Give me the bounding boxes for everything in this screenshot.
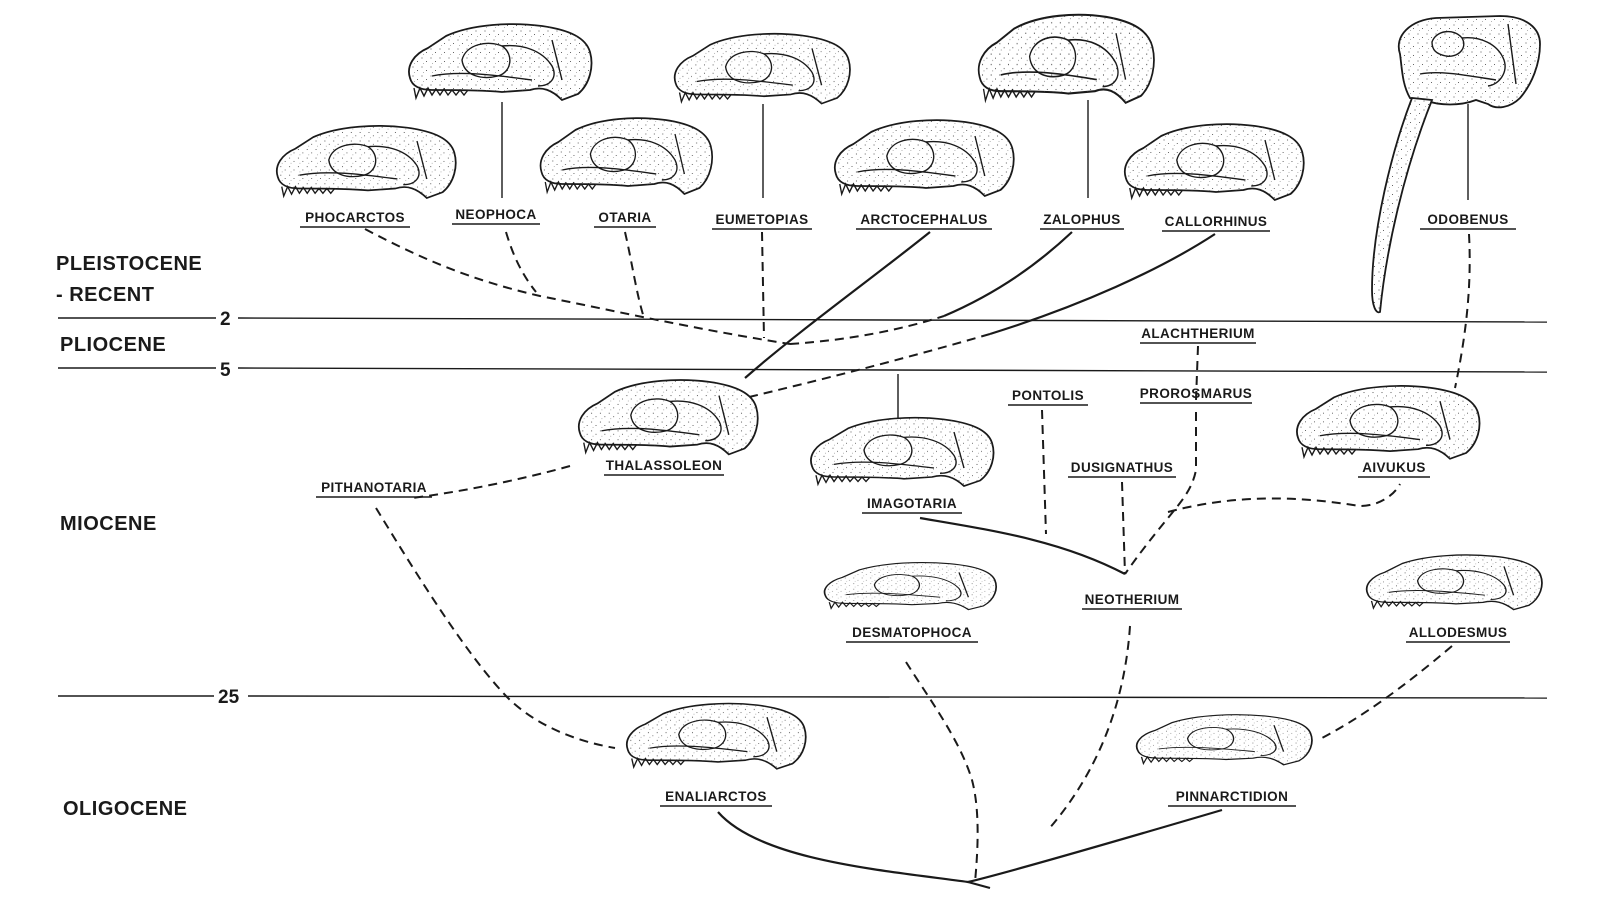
taxon-label-allodesmus: ALLODESMUS: [1406, 625, 1510, 643]
skull-icon-neophoca: [408, 23, 593, 101]
taxon-pontolis: PONTOLIS: [1012, 388, 1084, 403]
taxon-label-imagotaria: IMAGOTARIA: [862, 496, 962, 514]
skull-icon-aivukus: [1296, 385, 1481, 460]
taxon-label-desmatophoca: DESMATOPHOCA: [846, 625, 978, 643]
taxon-alachtherium: ALACHTHERIUM: [1141, 326, 1255, 341]
time-tick-25: 25: [218, 687, 240, 708]
taxon-desmatophoca: DESMATOPHOCA: [852, 625, 972, 640]
skull-stems: [501, 100, 1469, 200]
taxon-prorosmarus: PROROSMARUS: [1140, 386, 1252, 401]
epoch-recent: - RECENT: [56, 284, 154, 306]
taxon-zalophus: ZALOPHUS: [1043, 212, 1120, 227]
taxon-label-pithanotaria: PITHANOTARIA: [316, 480, 432, 498]
epoch-pliocene: PLIOCENE: [60, 334, 166, 356]
skull-icon-allodesmus: [1365, 554, 1543, 611]
taxon-label-zalophus: ZALOPHUS: [1040, 212, 1124, 230]
epoch-miocene: MIOCENE: [60, 513, 157, 535]
taxon-neophoca: NEOPHOCA: [455, 207, 536, 222]
taxon-label-neophoca: NEOPHOCA: [452, 207, 540, 225]
skull-icon-pinnarctidion: [1135, 713, 1313, 766]
skull-icon-phocarctos: [275, 125, 457, 199]
skull-icon-imagotaria: [810, 416, 995, 487]
taxon-label-pontolis: PONTOLIS: [1008, 388, 1088, 406]
taxon-label-aivukus: AIVUKUS: [1358, 460, 1430, 478]
taxon-allodesmus: ALLODESMUS: [1409, 625, 1508, 640]
taxon-label-callorhinus: CALLORHINUS: [1162, 214, 1270, 232]
taxon-arctocephalus: ARCTOCEPHALUS: [860, 212, 987, 227]
taxon-label-odobenus: ODOBENUS: [1420, 212, 1516, 230]
taxon-aivukus: AIVUKUS: [1362, 460, 1426, 475]
skull-icon-thalassoleon: [577, 379, 759, 456]
taxon-enaliarctos: ENALIARCTOS: [665, 789, 767, 804]
taxon-label-dusignathus: DUSIGNATHUS: [1068, 460, 1176, 478]
epoch-oligocene: OLIGOCENE: [63, 798, 188, 820]
taxon-neotherium: NEOTHERIUM: [1085, 592, 1180, 607]
time-horizon-2: 2: [58, 309, 1548, 330]
branches: [364, 228, 1471, 890]
time-tick-2: 2: [220, 309, 231, 330]
taxon-dusignathus: DUSIGNATHUS: [1071, 460, 1173, 475]
time-tick-5: 5: [220, 360, 231, 381]
skull-icon-otaria: [539, 117, 714, 195]
taxon-imagotaria: IMAGOTARIA: [867, 496, 957, 511]
skull-icon-enaliarctos: [625, 702, 807, 770]
taxon-eumetopias: EUMETOPIAS: [715, 212, 808, 227]
time-horizon-5: 5: [58, 360, 1548, 381]
skull-icon-eumetopias: [673, 32, 851, 105]
taxon-pithanotaria: PITHANOTARIA: [321, 480, 427, 495]
time-horizon-25: 25: [58, 687, 1548, 708]
skull-icon-zalophus: [977, 13, 1155, 104]
skull-icon-arctocephalus: [833, 119, 1015, 197]
taxon-label-otaria: OTARIA: [594, 210, 656, 228]
skull-icon-odobenus: [1397, 15, 1541, 109]
epoch-pleistocene: PLEISTOCENE: [56, 253, 202, 275]
taxon-odobenus: ODOBENUS: [1427, 212, 1508, 227]
taxon-callorhinus: CALLORHINUS: [1165, 214, 1268, 229]
skull-icon-desmatophoca: [823, 561, 997, 611]
taxon-label-phocarctos: PHOCARCTOS: [300, 210, 410, 228]
taxon-label-neotherium: NEOTHERIUM: [1082, 592, 1182, 610]
taxon-thalassoleon: THALASSOLEON: [606, 458, 723, 473]
taxon-label-pinnarctidion: PINNARCTIDION: [1168, 789, 1296, 807]
taxon-pinnarctidion: PINNARCTIDION: [1176, 789, 1288, 804]
taxon-label-enaliarctos: ENALIARCTOS: [660, 789, 772, 807]
taxon-label-arctocephalus: ARCTOCEPHALUS: [856, 212, 992, 230]
taxon-otaria: OTARIA: [598, 210, 651, 225]
taxon-phocarctos: PHOCARCTOS: [305, 210, 405, 225]
skull-icon-callorhinus: [1123, 123, 1305, 201]
taxon-label-prorosmarus: PROROSMARUS: [1140, 386, 1252, 404]
taxon-label-alachtherium: ALACHTHERIUM: [1140, 326, 1256, 344]
taxon-label-thalassoleon: THALASSOLEON: [604, 458, 724, 476]
taxon-label-eumetopias: EUMETOPIAS: [712, 212, 812, 230]
